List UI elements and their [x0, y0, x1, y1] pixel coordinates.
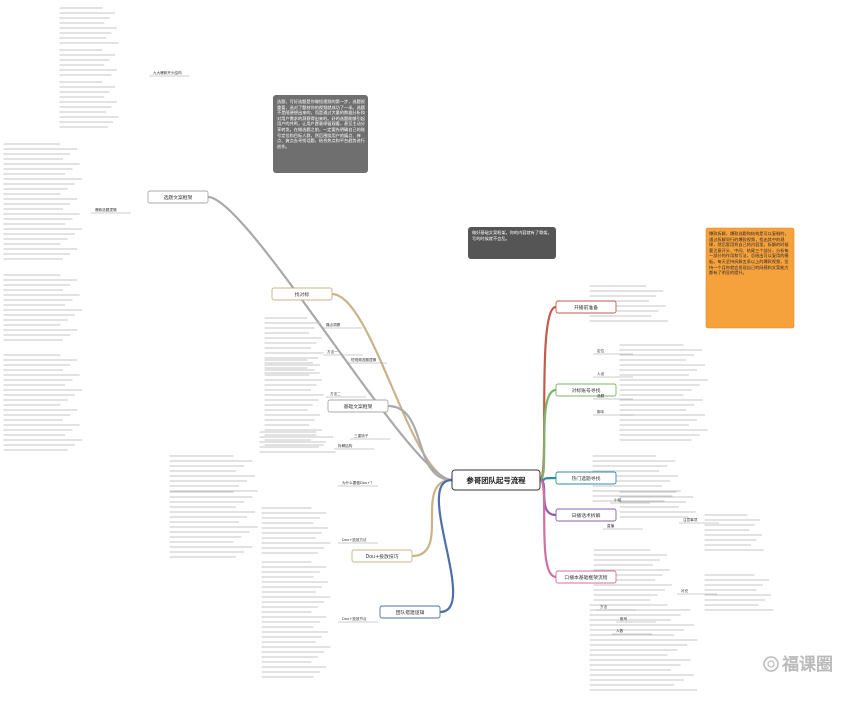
- sub-node-case-study[interactable]: 痛点洞察: [322, 322, 362, 329]
- branch-node-8[interactable]: 日播话术拆解: [555, 508, 617, 522]
- branch-label: 找对标: [295, 291, 310, 298]
- branch-node-0[interactable]: 找对标: [271, 287, 333, 301]
- branch-node-5[interactable]: 开播前准备: [555, 300, 617, 314]
- branch-label: 热门选题寻找: [572, 475, 601, 482]
- branch-connector: [437, 478, 455, 614]
- sub-label: 三重钩子: [354, 433, 369, 438]
- sub-node-r-sel6[interactable]: 人数: [612, 628, 652, 635]
- branch-connectors: [207, 195, 557, 614]
- sub-node-direct-questions-left[interactable]: 爆款选题逻辑: [91, 207, 131, 214]
- watermark-text: 福课圈: [781, 654, 833, 675]
- sub-node-note-branch[interactable]: 短视频选题逻辑: [347, 357, 387, 364]
- sub-node-r-target[interactable]: 定位: [593, 348, 633, 355]
- branch-label: 对标账号寻找: [572, 387, 601, 394]
- branch-node-4[interactable]: 团队搭建逻辑: [379, 605, 441, 619]
- sub-node-topic-col[interactable]: 方法一: [323, 349, 363, 356]
- sub-node-r-sel5[interactable]: 账号: [616, 616, 656, 623]
- sub-label: 脚本: [597, 409, 605, 414]
- sub-label: 拆解结构: [338, 443, 353, 448]
- sub-label: 选题: [597, 393, 605, 398]
- branch-node-3[interactable]: Dou+投放技巧: [351, 549, 413, 563]
- sub-node-r-sel3[interactable]: 补充: [677, 588, 717, 595]
- branch-connector: [538, 478, 557, 579]
- branch-connector: [538, 305, 557, 482]
- orange-note-box: 爆款拆解，爆款选题和结构是可以复制的，通过拆解同行的爆款视频，找出其中的规律，然…: [705, 227, 795, 329]
- sub-node-tech-content-left[interactable]: 九大爆款开头结构: [149, 70, 189, 77]
- branch-node-1[interactable]: 选题文案框架: [147, 190, 209, 204]
- sub-node-r-sel4[interactable]: 方法: [596, 604, 636, 611]
- grey-note-box: 选题，写好选题是你做短视频的第一步，选题很重要，选对了题材你的视频就成功了一半。…: [273, 95, 368, 173]
- sub-node-r-content[interactable]: 选题: [593, 393, 633, 400]
- sub-node-dou-mid[interactable]: Dou+投放方法: [338, 537, 378, 544]
- branch-label: Dou+投放技巧: [366, 553, 399, 560]
- sub-node-r-order[interactable]: 脚本: [593, 409, 633, 416]
- center-title: 参哥团队起号流程: [466, 476, 526, 485]
- sub-node-r-notes[interactable]: 人设: [593, 371, 633, 378]
- branch-node-7[interactable]: 热门选题寻找: [555, 471, 617, 485]
- sub-node-r-sel2[interactable]: 注意事项: [679, 517, 719, 524]
- center-node[interactable]: 参哥团队起号流程: [451, 469, 541, 491]
- branch-node-6[interactable]: 对标账号寻找: [555, 383, 617, 397]
- sub-label: 为什么要做Dou+？: [342, 480, 374, 485]
- sub-label: 定位: [597, 348, 605, 353]
- sub-label: 人数: [616, 628, 624, 633]
- sub-node-r-exec[interactable]: 直播: [603, 523, 643, 530]
- sub-label: 痛点洞察: [326, 322, 341, 327]
- sub-label: 补充: [681, 588, 689, 593]
- sub-node-loss[interactable]: 拆解结构: [334, 443, 374, 450]
- sub-node-topic-col2[interactable]: 方法二: [326, 391, 366, 398]
- sub-label: 方法二: [330, 391, 341, 396]
- branch-connector: [331, 292, 453, 482]
- sub-node-dou-rate[interactable]: Dou+投放节点: [338, 616, 378, 623]
- sub-label: Dou+投放方法: [342, 537, 367, 542]
- sub-label: 短视频选题逻辑: [351, 357, 377, 362]
- branch-node-2[interactable]: 基础文案框架: [327, 399, 389, 413]
- sub-label: 直播: [607, 523, 615, 528]
- sub-node-dou-left[interactable]: 为什么要做Dou+？: [338, 480, 378, 487]
- question-box: 做好基础文案框架，你的内容就有了骨架，写的时候就不会乱。: [468, 227, 556, 259]
- branch-label: 日播话术拆解: [572, 512, 601, 519]
- branch-label: 开播前准备: [574, 304, 598, 311]
- branch-label: 基础文案框架: [344, 403, 373, 410]
- detail-text-lines: [3, 7, 774, 691]
- watermark: 福课圈: [763, 654, 833, 675]
- branch-node-9[interactable]: 口播本基础框架流程: [555, 570, 617, 584]
- sub-label: Dou+投放节点: [342, 616, 367, 621]
- sub-label: 方法一: [327, 349, 338, 354]
- sub-label: 账号: [620, 616, 628, 621]
- grey-note-text: 选题，写好选题是你做短视频的第一步，选题很重要，选对了题材你的视频就成功了一半。…: [277, 99, 365, 149]
- sub-label: 小组: [614, 497, 622, 502]
- question-text: 做好基础文案框架，你的内容就有了骨架，写的时候就不会乱。: [472, 230, 552, 241]
- branch-connector: [387, 404, 453, 482]
- orange-note-text: 爆款拆解，爆款选题和结构是可以复制的，通过拆解同行的爆款视频，找出其中的规律，然…: [709, 231, 789, 276]
- branch-label: 团队搭建逻辑: [396, 609, 425, 616]
- sub-label: 九大爆款开头结构: [153, 70, 182, 75]
- branch-label: 口播本基础框架流程: [564, 574, 607, 581]
- branch-label: 选题文案框架: [164, 194, 193, 201]
- sub-node-r-sel1[interactable]: 小组: [610, 497, 650, 504]
- sub-label: 人设: [597, 371, 605, 376]
- branch-connector: [538, 388, 557, 482]
- sub-label: 注意事项: [683, 517, 698, 522]
- sub-node-hit[interactable]: 三重钩子: [350, 433, 390, 440]
- sub-label: 方法: [600, 604, 608, 609]
- branch-connector: [411, 478, 453, 558]
- sub-label: 爆款选题逻辑: [95, 207, 117, 212]
